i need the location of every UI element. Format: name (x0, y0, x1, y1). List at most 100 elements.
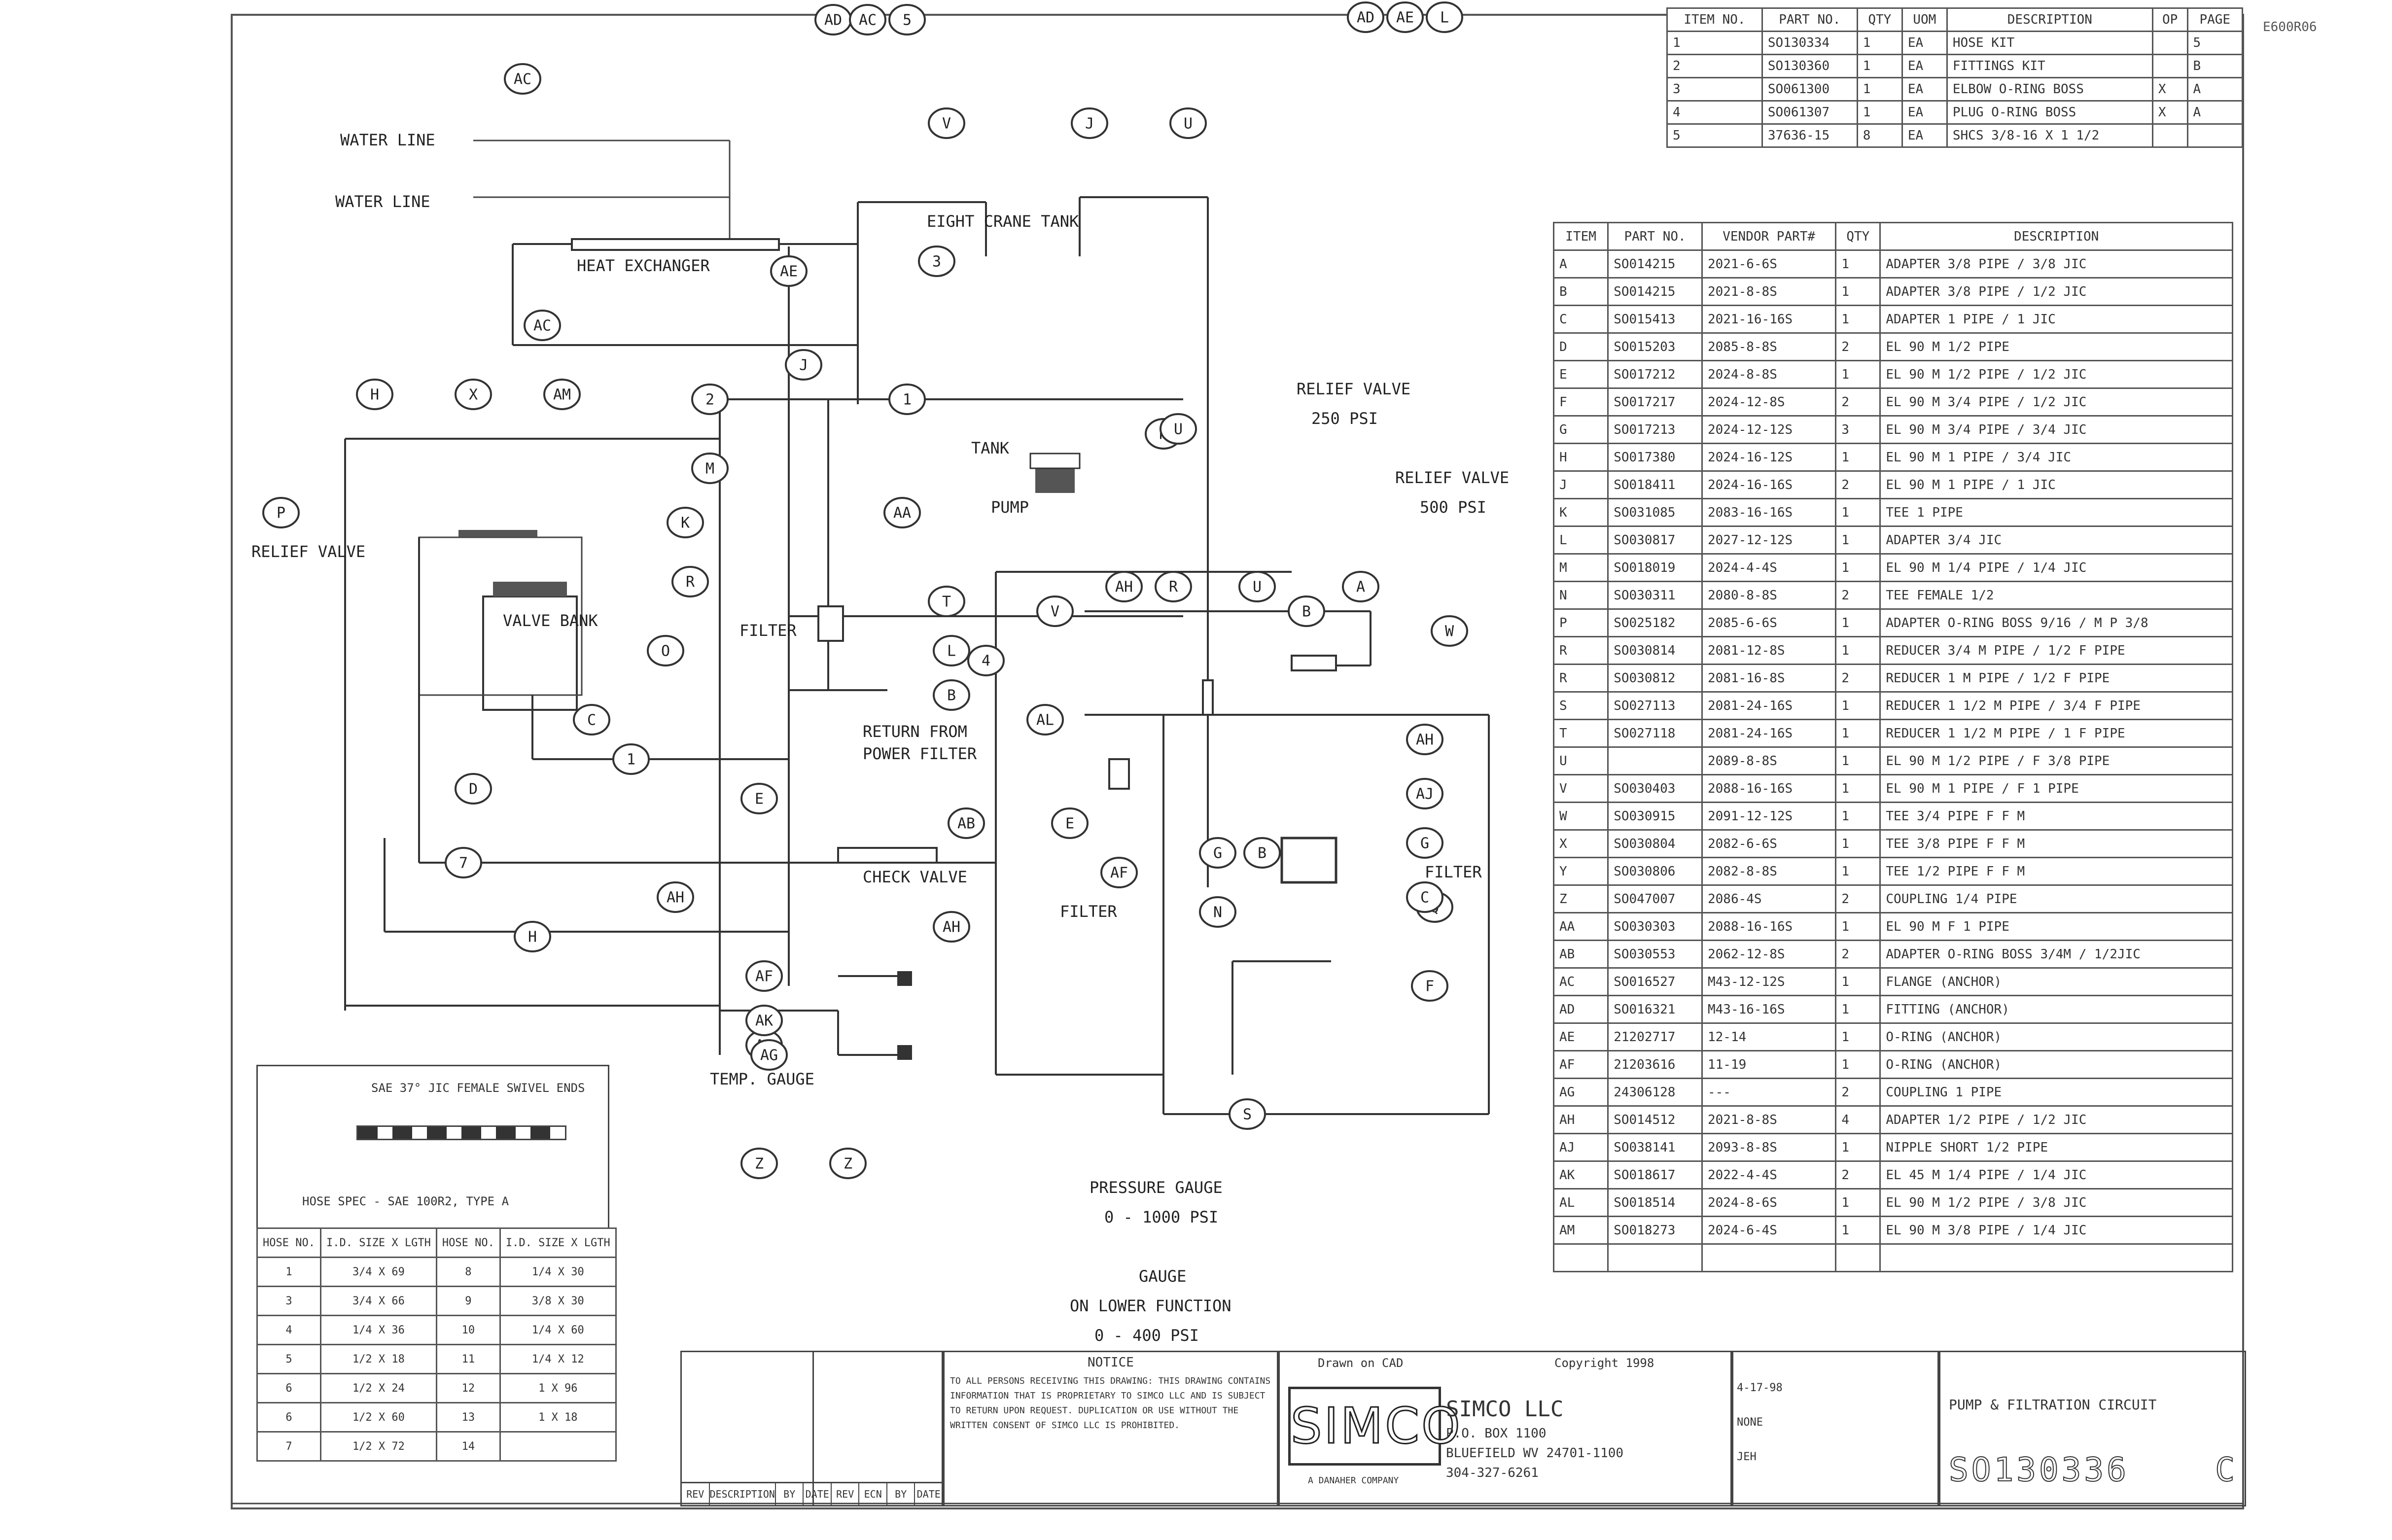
table-cell: R (1552, 636, 1609, 665)
table-cell: FLANGE (ANCHOR) (1879, 967, 2233, 996)
table-cell: SO014512 (1607, 1105, 1703, 1134)
table-cell: 2 (1835, 664, 1881, 693)
table-cell: REDUCER 1 1/2 M PIPE / 3/4 F PIPE (1879, 691, 2233, 720)
item-balloon: J (785, 349, 822, 381)
table-cell: 2 (1835, 940, 1881, 969)
table-cell: X (2151, 100, 2188, 125)
callout-labels: WATER LINE WATER LINE HEAT EXCHANGER EIG… (251, 131, 1509, 1345)
revision-header-cell: DATE (915, 1483, 943, 1505)
item-balloon: AJ (1406, 778, 1443, 809)
table-cell: 3/4 X 66 (319, 1286, 437, 1316)
table-cell: 1 (256, 1257, 321, 1287)
svg-text:O: O (661, 643, 670, 660)
item-balloon: E (740, 783, 778, 814)
table-cell: R (1552, 664, 1609, 693)
table-cell: ADAPTER 1 PIPE / 1 JIC (1879, 305, 2233, 334)
filter-3-symbol (1280, 837, 1337, 884)
table-cell: T (1552, 719, 1609, 748)
table-cell: 2024-16-16S (1701, 470, 1837, 499)
check-valve-symbol (837, 847, 938, 864)
table-cell: E (1552, 360, 1609, 389)
table-cell: 2088-16-16S (1701, 774, 1837, 803)
table-cell: 1 (1835, 1022, 1881, 1051)
table-cell: 2089-8-8S (1701, 746, 1837, 775)
item-balloon: G (1199, 837, 1236, 869)
table-cell: EL 90 M 1/4 PIPE / 1/4 JIC (1879, 553, 2233, 582)
svg-text:P: P (277, 505, 285, 522)
table-cell: SO018514 (1607, 1188, 1703, 1217)
table-cell: COUPLING 1 PIPE (1879, 1078, 2233, 1107)
table-cell: 2021-6-6S (1701, 249, 1837, 279)
table-cell: ADAPTER O-RING BOSS 3/4M / 1/2JIC (1879, 940, 2233, 969)
svg-text:Z: Z (755, 1155, 764, 1173)
table-cell: EL 90 M 1 PIPE / 1 JIC (1879, 470, 2233, 499)
table-cell: 1 (1835, 1050, 1881, 1079)
table-cell: EL 45 M 1/4 PIPE / 1/4 JIC (1879, 1160, 2233, 1190)
item-balloon: A (1342, 571, 1379, 602)
table-cell: AA (1552, 912, 1609, 941)
table-cell: 24306128 (1607, 1078, 1703, 1107)
company-logo: SIMCO (1288, 1387, 1461, 1466)
table-cell: 2 (1666, 54, 1763, 78)
column-header: I.D. SIZE X LGTH (319, 1227, 437, 1258)
svg-text:AH: AH (667, 889, 684, 907)
company-block: Drawn on CAD Copyright 1998 SIMCO A DANA… (1277, 1351, 1733, 1506)
svg-text:1: 1 (627, 751, 635, 769)
table-cell: 1/2 X 24 (319, 1373, 437, 1403)
table-cell: 10 (435, 1315, 501, 1345)
table-cell: 2024-12-8S (1701, 387, 1837, 417)
column-header: DESCRIPTION (1879, 222, 2233, 251)
table-cell: 1 (1835, 498, 1881, 527)
table-cell: 1 (1835, 1133, 1881, 1162)
relief-valve-left-label: RELIEF VALVE (251, 542, 365, 561)
table-cell: 1 (1666, 31, 1763, 55)
company-name: SIMCO LLC (1446, 1397, 1564, 1422)
item-balloon: Z (829, 1148, 867, 1179)
svg-text:D: D (469, 781, 478, 798)
table-cell: SO030806 (1607, 857, 1703, 886)
table-cell: 2083-16-16S (1701, 498, 1837, 527)
table-cell: TEE 3/8 PIPE F F M (1879, 829, 2233, 858)
table-cell: SO027118 (1607, 719, 1703, 748)
column-header: VENDOR PART# (1701, 222, 1837, 251)
table-cell: ADAPTER 1/2 PIPE / 1/2 JIC (1879, 1105, 2233, 1134)
item-balloon: G (1406, 827, 1443, 859)
gauge-label: GAUGE (1139, 1267, 1186, 1286)
table-cell: Y (1552, 857, 1609, 886)
table-cell: ELBOW O-RING BOSS (1946, 77, 2153, 102)
table-cell: 37636-15 (1761, 123, 1858, 148)
table-cell: SO016321 (1607, 995, 1703, 1024)
table-cell: 1/2 X 60 (319, 1402, 437, 1433)
table-cell (2151, 54, 2188, 78)
table-cell: 3 (1835, 415, 1881, 444)
table-cell: M (1552, 553, 1609, 582)
svg-text:4: 4 (982, 653, 990, 670)
table-cell: SO018273 (1607, 1216, 1703, 1245)
table-cell: 2021-8-8S (1701, 1105, 1837, 1134)
item-balloon: F (1411, 970, 1448, 1002)
item-balloon: W (1431, 615, 1468, 647)
item-balloon: 1 (612, 743, 650, 775)
pump-label: PUMP (991, 498, 1029, 517)
table-cell: 1 (1835, 553, 1881, 582)
table-cell: SO030403 (1607, 774, 1703, 803)
item-balloon: AH (933, 911, 970, 943)
table-cell: 1 (1835, 912, 1881, 941)
item-balloon: V (1036, 595, 1074, 627)
table-cell: 21202717 (1607, 1022, 1703, 1051)
table-cell: 5 (256, 1344, 321, 1374)
table-cell: 2081-24-16S (1701, 691, 1837, 720)
table-cell: ADAPTER 3/4 JIC (1879, 525, 2233, 555)
svg-text:AE: AE (1396, 9, 1414, 27)
table-cell: U (1552, 746, 1609, 775)
revision-header-cell: REV (682, 1483, 710, 1505)
svg-text:U: U (1253, 579, 1262, 596)
